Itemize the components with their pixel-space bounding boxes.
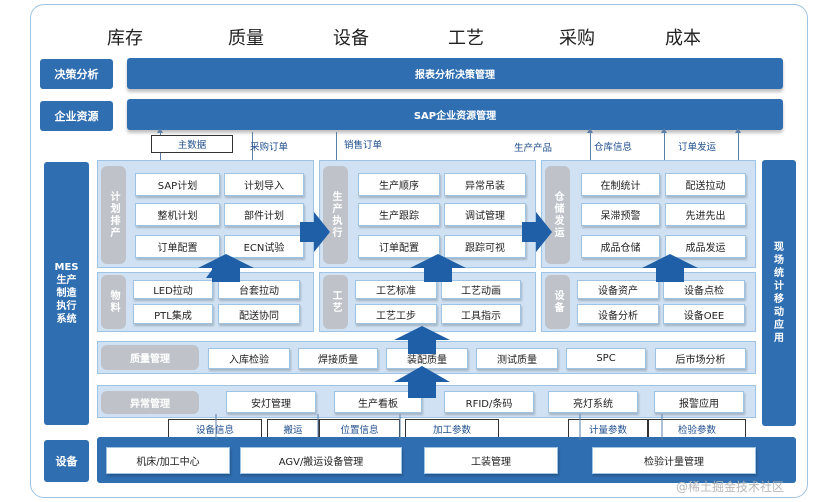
equipment-cell: 设备OEE <box>663 304 745 324</box>
warehouse-cell: 成品仓储 <box>581 235 660 258</box>
process-cell: 工具指示 <box>441 304 521 324</box>
planning-cell: 部件计划 <box>224 203 304 226</box>
watermark-text: @稀土掘金技术社区 <box>676 480 785 494</box>
enterprise-label: 企业资源 <box>40 101 113 131</box>
arrow-right-icon <box>300 212 330 252</box>
devices-label: 设备 <box>44 440 89 482</box>
exception-cell: RFID/条码 <box>444 391 534 413</box>
warehouse-cell: 先进先出 <box>665 203 746 226</box>
exception-cell: 生产看板 <box>334 391 422 413</box>
planning-cell: 计划导入 <box>224 173 304 196</box>
arrow-up-icon <box>198 254 254 282</box>
production-cell: 调试管理 <box>444 203 526 226</box>
equipment-cell: 设备资产 <box>577 280 659 299</box>
equipment-cell: 设备分析 <box>577 304 659 324</box>
category-inventory: 库存 <box>107 28 143 49</box>
production-cell: 跟踪可视 <box>444 235 526 258</box>
flow-order-delivery: 订单发运 <box>678 142 717 153</box>
device-cell: 工装管理 <box>424 447 558 474</box>
material-cell: LED拉动 <box>133 280 213 299</box>
production-cell: 异常吊装 <box>444 173 526 196</box>
process-cell: 工艺标准 <box>355 280 437 299</box>
flow-arrow <box>587 128 593 162</box>
category-quality: 质量 <box>228 28 264 49</box>
mes-label: MES生产制造执行系统 <box>44 162 89 425</box>
warehouse-tag: 仓储发运 <box>545 166 570 264</box>
quality-cell: 测试质量 <box>476 348 558 369</box>
site-label: 现场统计 移动应用 <box>762 160 796 426</box>
equipment-tag: 设备 <box>545 275 570 329</box>
quality-cell: 焊接质量 <box>298 348 378 369</box>
arrow-up-icon <box>642 254 698 282</box>
enterprise-bar: SAP企业资源管理 <box>127 99 783 130</box>
category-process: 工艺 <box>448 28 484 49</box>
process-cell: 工艺工步 <box>355 304 437 324</box>
planning-cell: 整机计划 <box>135 203 220 226</box>
warehouse-cell: 呆滞预警 <box>581 203 660 226</box>
material-tag: 物料 <box>101 275 126 329</box>
production-cell: 生产跟踪 <box>358 203 440 226</box>
flow-product: 生产产品 <box>514 143 553 154</box>
flow-sales-order: 销售订单 <box>344 140 383 151</box>
production-cell: 订单配置 <box>358 235 440 258</box>
exception-cell: 安灯管理 <box>226 391 316 413</box>
quality-cell: 后市场分析 <box>655 348 746 369</box>
flow-master-data: 主数据 <box>151 135 233 153</box>
exception-cell: 报警应用 <box>654 391 744 413</box>
device-cell: 机床/加工中心 <box>106 447 230 474</box>
production-cell: 生产顺序 <box>358 173 440 196</box>
flow-arrow <box>661 128 667 162</box>
category-equipment: 设备 <box>333 28 369 49</box>
exception-cell: 亮灯系统 <box>548 391 638 413</box>
production-tag: 生产执行 <box>323 166 348 264</box>
equipment-cell: 设备点检 <box>663 280 745 299</box>
planning-tag: 计划排产 <box>101 166 126 264</box>
decision-bar: 报表分析决策管理 <box>127 58 783 89</box>
material-cell: 台套拉动 <box>218 280 300 299</box>
arrow-up-icon <box>394 326 450 354</box>
planning-cell: 订单配置 <box>135 235 220 258</box>
warehouse-cell: 成品发运 <box>665 235 746 258</box>
material-cell: 配送协同 <box>218 304 300 324</box>
category-cost: 成本 <box>665 28 701 49</box>
decision-label: 决策分析 <box>40 59 113 89</box>
arrow-up-icon <box>410 254 466 282</box>
category-purchase: 采购 <box>559 28 595 49</box>
flow-arrow <box>735 128 741 162</box>
device-cell: AGV/搬运设备管理 <box>240 447 402 474</box>
exception-tag: 异常管理 <box>101 391 199 414</box>
flow-warehouse-info: 仓库信息 <box>594 142 633 153</box>
diagram-frame <box>30 4 808 498</box>
quality-cell: 入库检验 <box>208 348 290 369</box>
arrow-up-icon <box>394 366 450 398</box>
device-cell: 检验计量管理 <box>592 447 756 474</box>
arrow-right-icon <box>522 212 552 252</box>
material-cell: PTL集成 <box>133 304 213 324</box>
quality-tag: 质量管理 <box>101 345 199 370</box>
planning-cell: SAP计划 <box>135 173 220 196</box>
planning-cell: ECN试验 <box>224 235 304 258</box>
process-cell: 工艺动画 <box>441 280 521 299</box>
warehouse-cell: 在制统计 <box>581 173 660 196</box>
process-tag: 工艺 <box>323 275 348 329</box>
warehouse-cell: 配送拉动 <box>665 173 746 196</box>
flow-purchase-order: 采购订单 <box>250 142 289 153</box>
quality-cell: SPC <box>566 348 646 369</box>
